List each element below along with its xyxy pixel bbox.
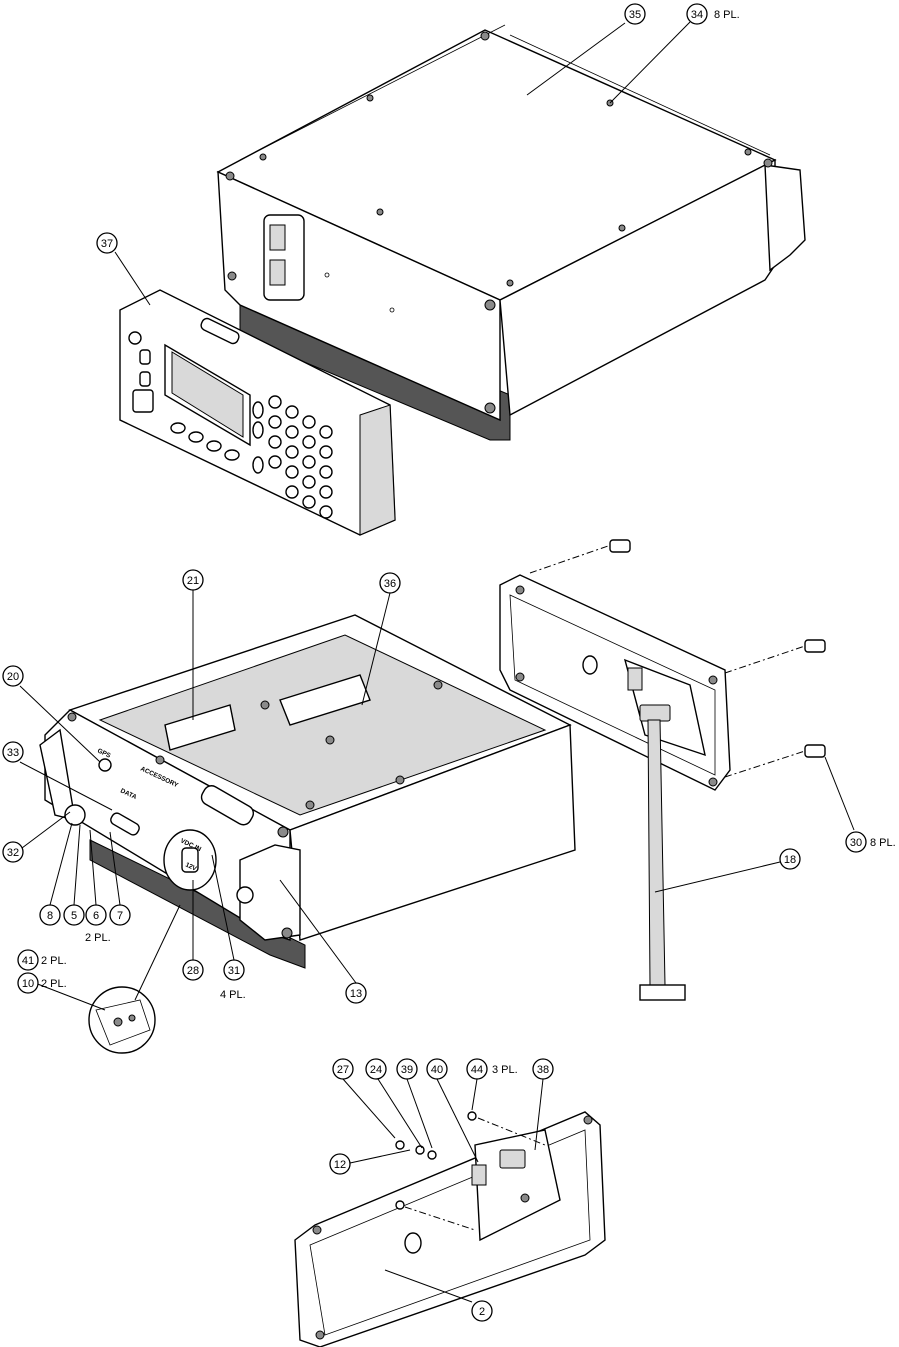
svg-text:7: 7 [117, 910, 123, 922]
balloon-12: 12 [330, 1154, 350, 1174]
balloon-27: 27 [333, 1059, 353, 1079]
balloon-40: 40 [427, 1059, 447, 1079]
svg-text:38: 38 [537, 1064, 549, 1076]
balloon-2: 2 [472, 1301, 492, 1321]
svg-text:33: 33 [7, 747, 19, 759]
balloon-7: 7 [110, 905, 130, 925]
balloon-41: 41 [18, 950, 38, 970]
balloon-31: 31 [224, 960, 244, 980]
balloon-10: 10 [18, 973, 38, 993]
balloon-33: 33 [3, 742, 23, 762]
balloon-34: 34 [687, 4, 707, 24]
svg-text:13: 13 [350, 988, 362, 1000]
svg-text:2: 2 [479, 1306, 485, 1318]
svg-text:35: 35 [629, 9, 641, 21]
svg-text:5: 5 [71, 910, 77, 922]
balloon-36: 36 [380, 573, 400, 593]
svg-text:34: 34 [691, 9, 703, 21]
balloon-35: 35 [625, 4, 645, 24]
note-6-qty: 2 PL. [85, 932, 111, 944]
balloon-30: 30 [846, 832, 866, 852]
svg-text:41: 41 [22, 955, 34, 967]
balloon-18: 18 [780, 849, 800, 869]
svg-text:30: 30 [850, 837, 862, 849]
rear-cover-lower [295, 1112, 605, 1347]
balloon-32: 32 [3, 842, 23, 862]
note-44-qty: 3 PL. [492, 1064, 518, 1076]
balloon-37: 37 [97, 233, 117, 253]
svg-text:27: 27 [337, 1064, 349, 1076]
svg-text:20: 20 [7, 671, 19, 683]
balloon-28: 28 [183, 960, 203, 980]
svg-text:12: 12 [334, 1159, 346, 1171]
svg-text:24: 24 [370, 1064, 382, 1076]
svg-text:37: 37 [101, 238, 113, 250]
note-34-qty: 8 PL. [714, 9, 740, 21]
balloon-38: 38 [533, 1059, 553, 1079]
svg-text:39: 39 [401, 1064, 413, 1076]
balloon-5: 5 [64, 905, 84, 925]
svg-text:36: 36 [384, 578, 396, 590]
balloon-8: 8 [40, 905, 60, 925]
note-30-qty: 8 PL. [870, 837, 896, 849]
svg-text:28: 28 [187, 965, 199, 977]
balloon-6: 6 [86, 905, 106, 925]
balloon-21: 21 [183, 570, 203, 590]
note-41-qty: 2 PL. [41, 955, 67, 967]
balloon-20: 20 [3, 666, 23, 686]
svg-text:18: 18 [784, 854, 796, 866]
svg-text:44: 44 [471, 1064, 483, 1076]
svg-text:10: 10 [22, 978, 34, 990]
svg-text:8: 8 [47, 910, 53, 922]
note-10-qty: 2 PL. [41, 978, 67, 990]
svg-text:32: 32 [7, 847, 19, 859]
detail-view-circle [89, 987, 155, 1053]
note-31-qty: 4 PL. [220, 989, 246, 1001]
svg-text:21: 21 [187, 575, 199, 587]
balloon-39: 39 [397, 1059, 417, 1079]
svg-text:40: 40 [431, 1064, 443, 1076]
balloon-24: 24 [366, 1059, 386, 1079]
svg-text:6: 6 [93, 910, 99, 922]
balloon-13: 13 [346, 983, 366, 1003]
svg-text:31: 31 [228, 965, 240, 977]
balloon-44: 44 [467, 1059, 487, 1079]
